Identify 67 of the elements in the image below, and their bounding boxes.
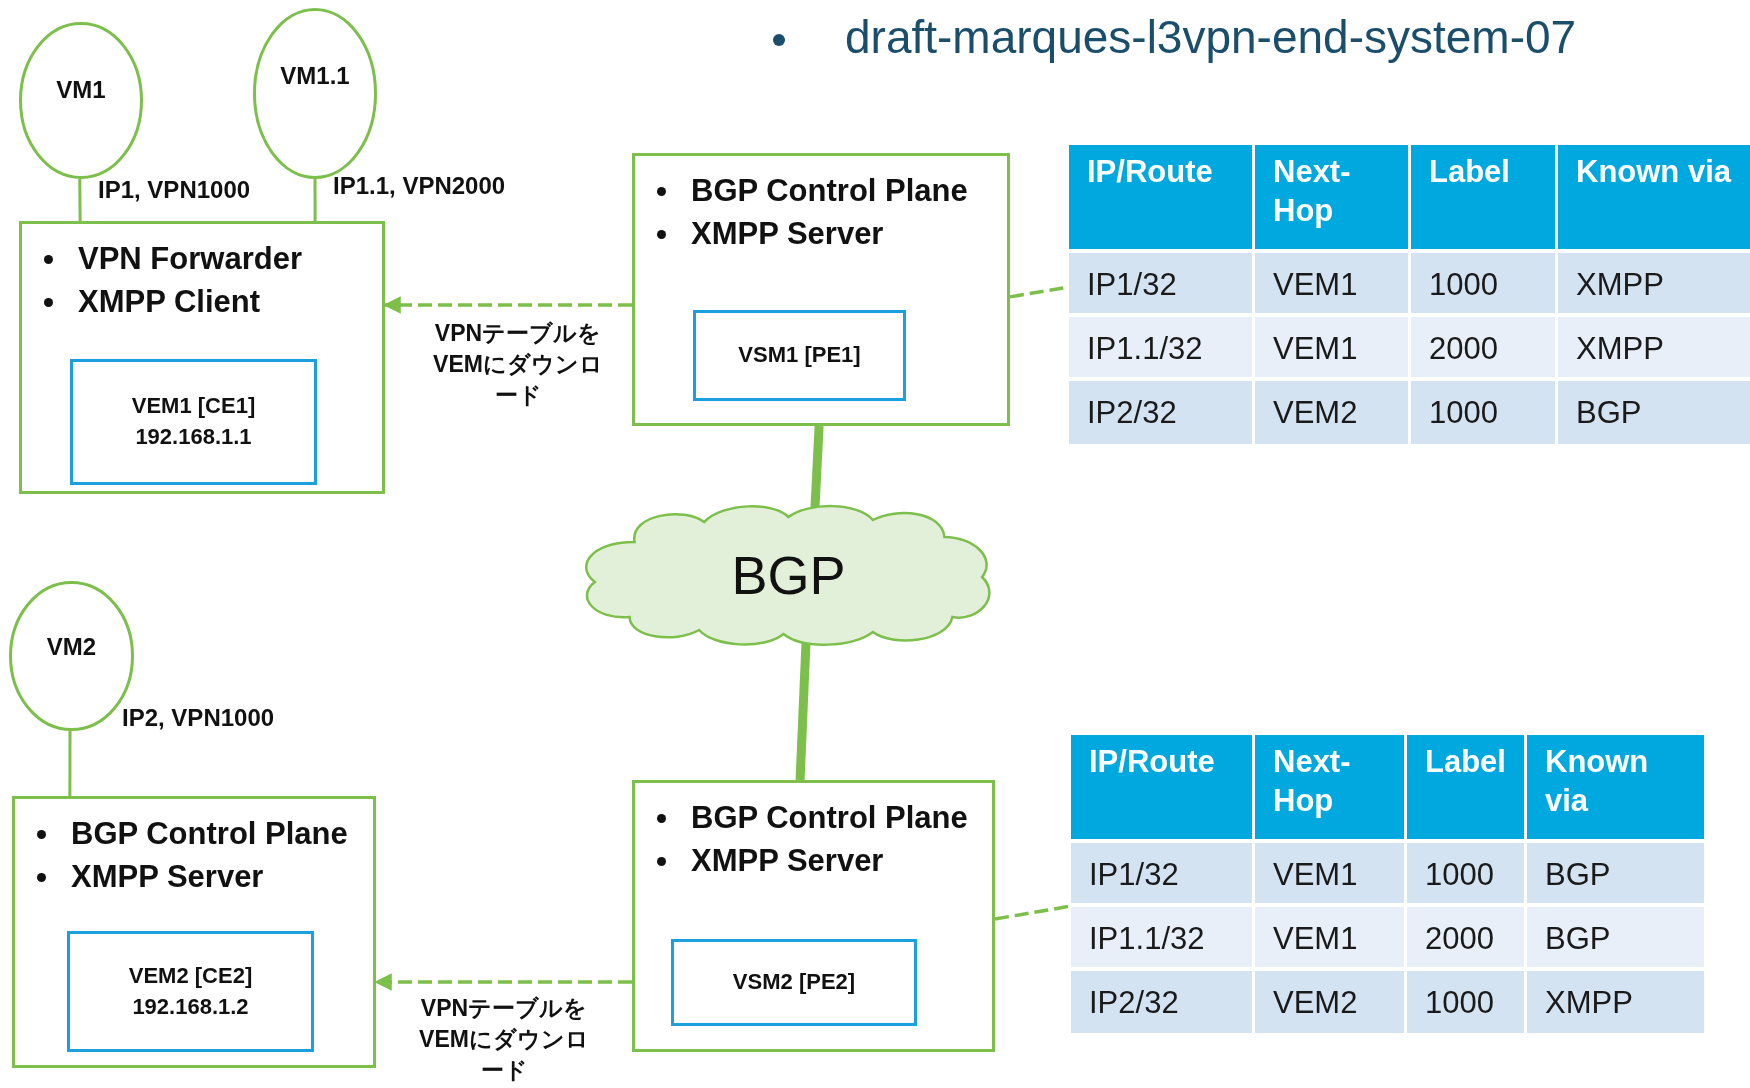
table-header: IP/Route <box>1071 735 1252 839</box>
table-cell: 1000 <box>1411 381 1555 444</box>
host-box <box>632 780 995 1052</box>
address-label: IP1, VPN1000 <box>98 176 251 204</box>
table-cell: IP1.1/32 <box>1071 907 1252 967</box>
table-cell: VEM2 <box>1255 381 1408 444</box>
vm-label: VM2 <box>45 633 98 661</box>
bullet-item: XMPP Server <box>651 843 884 879</box>
vm-label: VM1 <box>55 76 107 104</box>
module-box: VEM1 [CE1] 192.168.1.1 <box>70 359 317 485</box>
table-cell: XMPP <box>1558 253 1750 313</box>
bullet-item: BGP Control Plane <box>651 173 968 209</box>
address-label: IP2, VPN1000 <box>122 704 275 732</box>
title: draft-marques-l3vpn-end-system-07 <box>845 10 1577 64</box>
bullet-item: BGP Control Plane <box>31 816 348 852</box>
bullet-item: VPN Forwarder <box>38 241 302 277</box>
host-box <box>632 153 1010 426</box>
route-table <box>1071 735 1704 1033</box>
table-cell: 1000 <box>1411 253 1555 313</box>
arrow <box>374 973 632 991</box>
connector-line <box>68 731 72 796</box>
table-cell: 1000 <box>1407 971 1524 1033</box>
table-cell: IP1.1/32 <box>1069 317 1252 377</box>
connector-line <box>313 179 317 221</box>
table-header: Known via <box>1558 145 1750 249</box>
module-box: VEM2 [CE2] 192.168.1.2 <box>67 931 314 1052</box>
connector-line <box>810 425 824 509</box>
table-cell: BGP <box>1527 907 1704 967</box>
module-box: VSM2 [PE2] <box>671 939 917 1026</box>
table-header: Known via <box>1527 735 1704 839</box>
connector-line <box>795 642 811 781</box>
module-box: VSM1 [PE1] <box>693 310 906 401</box>
table-header: Next-Hop <box>1255 145 1408 249</box>
vm-label: VM1.1 <box>279 62 351 90</box>
host-box <box>19 221 385 494</box>
table-cell: 2000 <box>1407 907 1524 967</box>
table-cell: IP1/32 <box>1071 843 1252 903</box>
table-cell: IP1/32 <box>1069 253 1252 313</box>
table-header: Next-Hop <box>1255 735 1404 839</box>
table-cell: BGP <box>1527 843 1704 903</box>
table-cell: VEM2 <box>1255 971 1404 1033</box>
table-cell: XMPP <box>1527 971 1704 1033</box>
table-cell: XMPP <box>1558 317 1750 377</box>
host-box <box>12 796 376 1068</box>
bullet-item: XMPP Server <box>31 859 264 895</box>
table-cell: 1000 <box>1407 843 1524 903</box>
table-header: Label <box>1407 735 1524 839</box>
connector-line <box>78 179 82 221</box>
route-table <box>1069 145 1750 444</box>
cloud-label: BGP <box>730 543 847 606</box>
bullet-item: XMPP Client <box>38 284 261 320</box>
address-label: IP1.1, VPN2000 <box>333 172 506 200</box>
table-cell: VEM1 <box>1255 907 1404 967</box>
table-cell: IP2/32 <box>1071 971 1252 1033</box>
table-cell: BGP <box>1558 381 1750 444</box>
table-cell: VEM1 <box>1255 253 1408 313</box>
table-cell: VEM1 <box>1255 843 1404 903</box>
table-cell: 2000 <box>1411 317 1555 377</box>
table-header: IP/Route <box>1069 145 1252 249</box>
table-cell: VEM1 <box>1255 317 1408 377</box>
vm-ellipse <box>19 22 143 179</box>
bullet-item: BGP Control Plane <box>651 800 968 836</box>
table-cell: IP2/32 <box>1069 381 1252 444</box>
table-header: Label <box>1411 145 1555 249</box>
bullet-item: XMPP Server <box>651 216 884 252</box>
arrow <box>383 296 632 314</box>
vm-ellipse <box>253 8 377 179</box>
